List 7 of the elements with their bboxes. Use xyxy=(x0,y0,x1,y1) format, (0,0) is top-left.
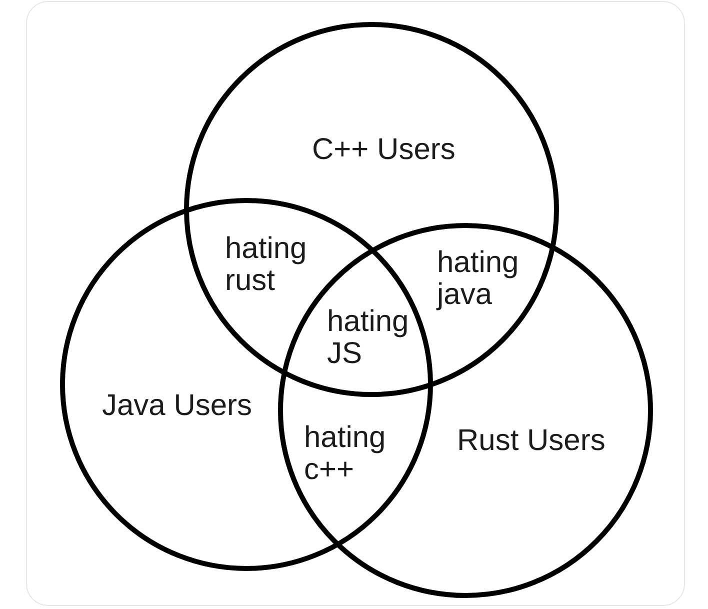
overlap-label: hating java xyxy=(437,247,519,311)
set-label: Java Users xyxy=(102,390,252,422)
set-label: Rust Users xyxy=(457,425,606,457)
overlap-label: hating rust xyxy=(225,233,307,297)
set-label: C++ Users xyxy=(312,134,456,166)
overlap-label: hating c++ xyxy=(304,422,386,486)
overlap-label: hating JS xyxy=(327,306,409,370)
